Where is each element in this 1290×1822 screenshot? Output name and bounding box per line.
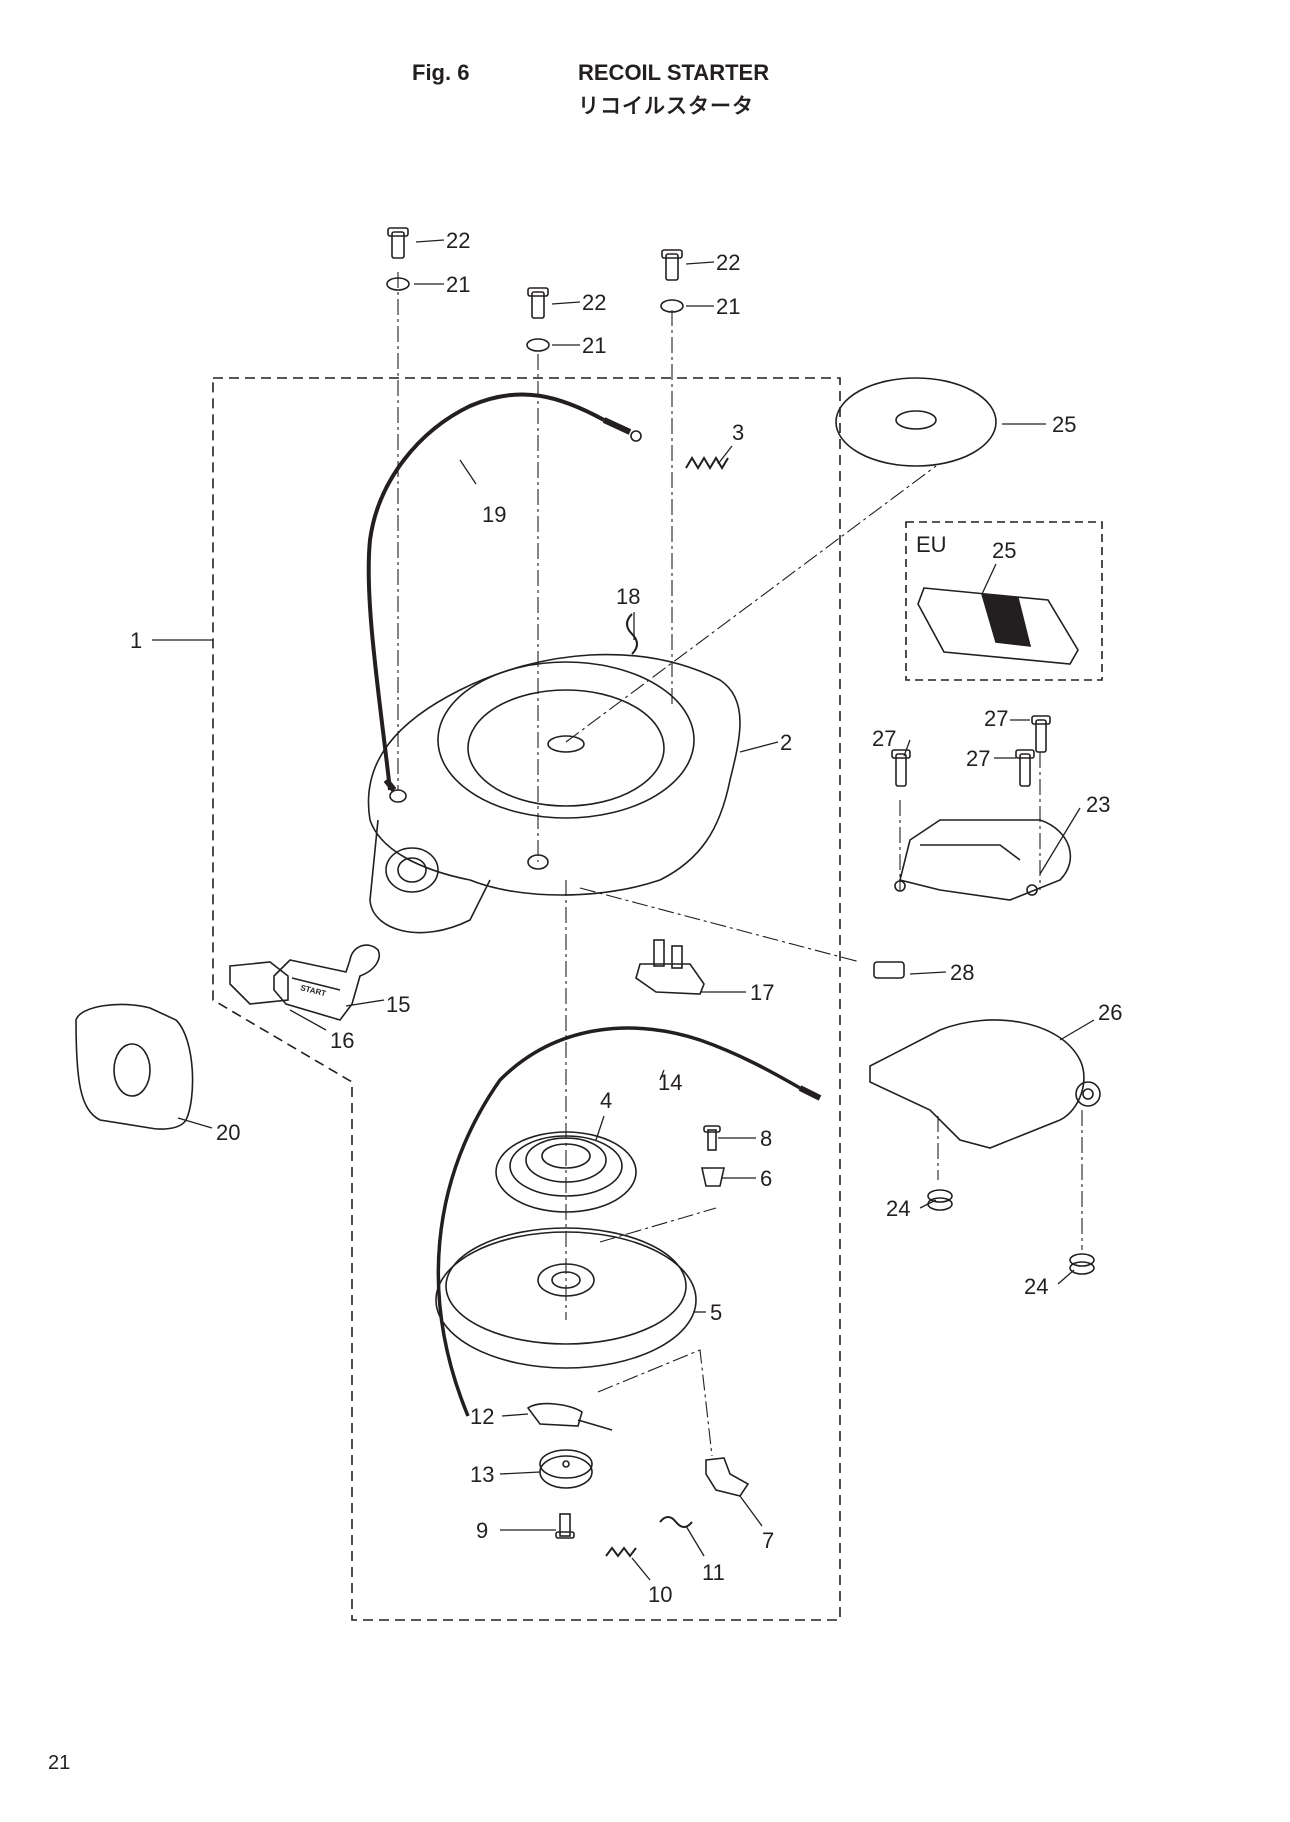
label-28: [873, 961, 905, 979]
callout-14: 14: [658, 1070, 682, 1095]
callout-25-eu: 25: [992, 538, 1016, 563]
reel-5: [435, 1227, 697, 1369]
label-25-eu: [917, 587, 1079, 665]
insert-16: [229, 961, 289, 1005]
callout-23: 23: [1086, 792, 1110, 817]
grommet-24-left: [927, 1189, 953, 1211]
spring-3: [685, 456, 729, 470]
eu-label: EU: [916, 532, 947, 557]
washer-21-mid: [526, 338, 550, 352]
screw-9: [555, 1513, 575, 1539]
callout-19: 19: [482, 502, 506, 527]
callout-5: 5: [710, 1300, 722, 1325]
callout-10: 10: [648, 1582, 672, 1607]
callout-17: 17: [750, 980, 774, 1005]
callout-12: 12: [470, 1404, 494, 1429]
callout-11: 11: [702, 1560, 725, 1585]
callout-6: 6: [760, 1166, 772, 1191]
spring-18: [626, 613, 638, 655]
figure-title-japanese: リコイルスタータ: [578, 95, 754, 118]
callout-27-mid: 27: [966, 746, 990, 771]
bolt-27-right-top: [1031, 715, 1051, 753]
bolt-27-left: [891, 749, 911, 787]
rope-14: [436, 1026, 801, 1417]
starter-housing-2: [367, 653, 741, 934]
callout-22-right: 22: [716, 250, 740, 275]
assembly-boundary: [212, 377, 841, 1621]
centerline-label-28: [579, 887, 861, 963]
callout-2: 2: [780, 730, 792, 755]
handle-15: [273, 944, 380, 1021]
callout-8: 8: [760, 1126, 772, 1151]
callout-21-right: 21: [716, 294, 740, 319]
callout-26: 26: [1098, 1000, 1122, 1025]
callout-4: 4: [600, 1088, 612, 1113]
bushing-6: [701, 1167, 725, 1187]
plate-25: [835, 377, 997, 467]
callout-3: 3: [732, 420, 744, 445]
callout-9: 9: [476, 1518, 488, 1543]
washer-21-right: [660, 299, 684, 313]
bolt-22-left: [387, 227, 409, 259]
callout-7: 7: [762, 1528, 774, 1553]
centerline-plate: [565, 465, 937, 743]
ratchet-guide-13: [539, 1449, 593, 1489]
pawl-7: [705, 1457, 750, 1497]
spring-11: [659, 1516, 693, 1528]
cable-19: [366, 392, 605, 791]
figure-title: RECOIL STARTER: [578, 60, 770, 85]
callout-15: 15: [386, 992, 410, 1017]
bracket-23: [894, 819, 1072, 901]
callout-27-left: 27: [872, 726, 896, 751]
callout-22-mid: 22: [582, 290, 606, 315]
callout-27-top: 27: [984, 706, 1008, 731]
callout-25: 25: [1052, 412, 1076, 437]
friction-plate-12: [526, 1402, 583, 1427]
callout-24-right: 24: [1024, 1274, 1048, 1299]
callout-28: 28: [950, 960, 974, 985]
callout-16: 16: [330, 1028, 354, 1053]
page-number: 21: [48, 1752, 71, 1774]
callout-labels: 22 21 22 21 22 21 1 2 3 18 19 25 EU 25 2…: [130, 228, 1122, 1607]
callout-18: 18: [616, 584, 640, 609]
bolt-27-right-mid: [1015, 749, 1035, 787]
bolt-22-mid: [527, 287, 549, 319]
seal-20: [75, 1003, 194, 1130]
eu-inset-box: [905, 521, 1103, 681]
screw-8: [703, 1125, 721, 1151]
figure-number: Fig. 6: [412, 60, 470, 85]
washer-21-left: [386, 277, 410, 291]
centerline-pawl: [597, 1349, 713, 1457]
grommet-24-right: [1069, 1253, 1095, 1275]
callout-24-left: 24: [886, 1196, 910, 1221]
callout-13: 13: [470, 1462, 494, 1487]
spring-10: [605, 1546, 637, 1558]
callout-21-mid: 21: [582, 333, 606, 358]
bolt-22-right: [661, 249, 683, 281]
callout-21-left: 21: [446, 272, 470, 297]
guide-17: [635, 939, 705, 995]
cover-26: [869, 1019, 1101, 1149]
centerline-6: [599, 1207, 717, 1243]
callout-22-left: 22: [446, 228, 470, 253]
figure-header: Fig. 6 RECOIL STARTER リコイルスタータ: [0, 58, 1290, 128]
spiral-spring-4: [495, 1131, 637, 1213]
callout-20: 20: [216, 1120, 240, 1145]
callout-1: 1: [130, 628, 142, 653]
